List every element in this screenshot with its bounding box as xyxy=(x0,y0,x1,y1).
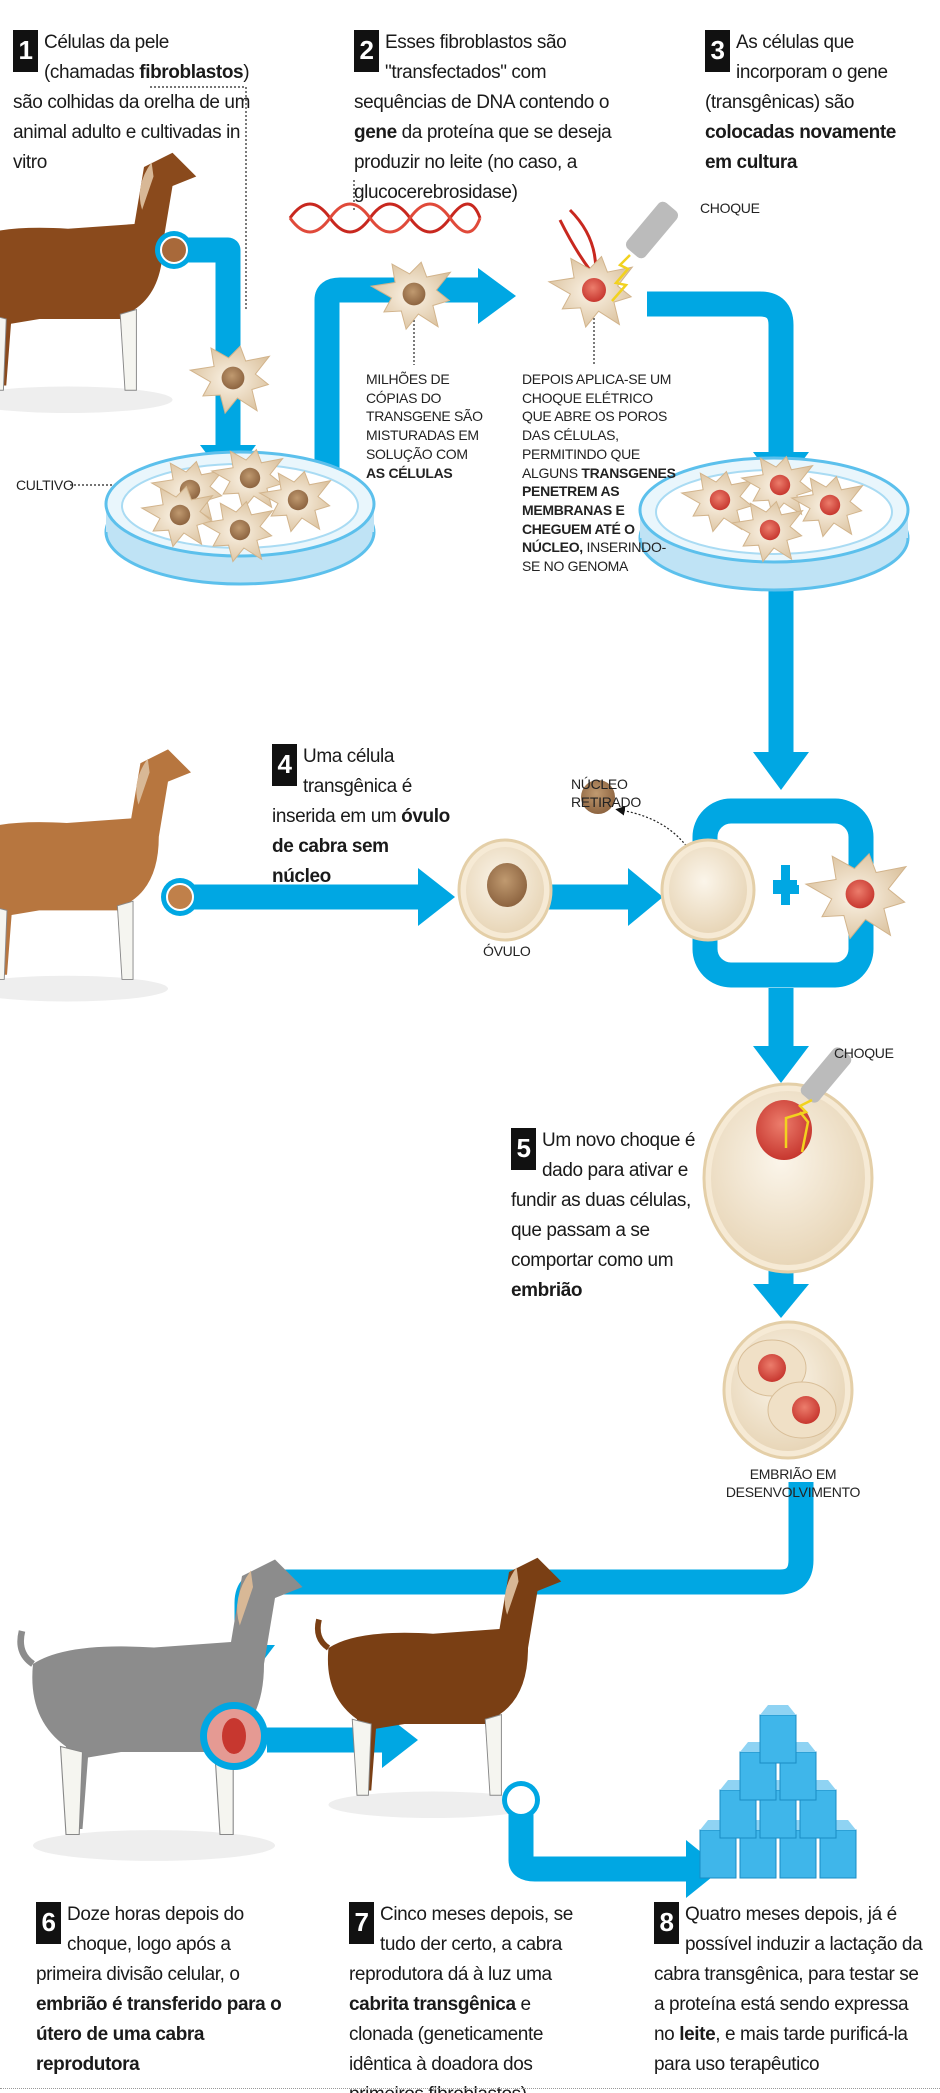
plus-icon xyxy=(773,865,799,905)
emphasis-text: colocadas novamente em cultura xyxy=(705,122,896,173)
body-text: Quatro meses depois, já é possível induz… xyxy=(654,1904,923,2045)
fibroblast-cell-icon xyxy=(369,261,452,331)
caption-electric-shock: Depois aplica-se um choque elétrico que … xyxy=(522,370,682,576)
step-number-badge: 7 xyxy=(349,1902,374,1944)
transgenic-cell-icon xyxy=(547,255,634,329)
transgenic-cell-icon xyxy=(740,455,814,518)
body-text: , e mais tarde purificá-la para uso tera… xyxy=(654,2024,908,2075)
nucleus-icon xyxy=(487,863,527,907)
removed-nucleus-icon xyxy=(581,780,615,814)
step-number-badge: 5 xyxy=(511,1128,536,1170)
bottom-divider xyxy=(0,2088,940,2089)
body-text: Milhões de cópias do transgene são mistu… xyxy=(366,371,483,462)
body-text: ) são colhidas da orelha de um animal ad… xyxy=(13,62,251,173)
emphasis-text: as células xyxy=(366,464,453,481)
label-cultivo: CULTIVO xyxy=(16,477,74,493)
emphasis-text: leite xyxy=(679,2024,716,2045)
step-number-badge: 1 xyxy=(13,30,38,72)
emphasis-text: óvulo de cabra sem núcleo xyxy=(272,806,450,887)
label-nucleo-retirado: NÚCLEO RETIRADO xyxy=(571,776,641,810)
electrode-icon xyxy=(784,1047,852,1153)
transgenic-cell-icon xyxy=(730,500,804,563)
step-number-badge: 4 xyxy=(272,744,297,786)
egg-donor-goat-image xyxy=(0,749,192,1002)
emphasis-text: embrião xyxy=(511,1280,583,1301)
fibroblast-cell-icon xyxy=(188,345,271,415)
flow-step1-to-dish xyxy=(176,237,241,450)
body-text: da proteína que se deseja produzir no le… xyxy=(354,122,612,203)
emphasis-text: fibroblastos xyxy=(139,62,244,83)
electrode-icon xyxy=(611,201,679,302)
emphasis-text: gene xyxy=(354,122,397,143)
body-text: Depois aplica-se um choque elétrico que … xyxy=(522,371,672,481)
donor-goat-image xyxy=(0,152,197,414)
emphasis-text: cabrita transgênica xyxy=(349,1994,516,2015)
enucleated-ovum-icon xyxy=(660,838,756,942)
body-text: Doze horas depois do choque, logo após a… xyxy=(36,1904,244,1985)
surrogate-goat-image xyxy=(17,1559,303,1861)
emphasis-text: transgenes penetrem as membranas e chegu… xyxy=(522,464,676,556)
milk-cartons-icon xyxy=(699,1705,857,1879)
transgenic-kid-goat-image xyxy=(314,1557,562,1819)
body-text: Um novo choque é dado para ativar e fund… xyxy=(511,1130,696,1271)
fused-cell-icon xyxy=(702,1082,874,1274)
step-number-badge: 6 xyxy=(36,1902,61,1944)
body-text: Células da pele (chamadas xyxy=(44,32,169,83)
body-text: Esses fibroblastos são "transfectados" c… xyxy=(354,32,609,113)
transgenic-cell-icon xyxy=(680,470,754,533)
emphasis-text: embrião é transferido para o útero de um… xyxy=(36,1994,282,2075)
step-number-badge: 2 xyxy=(354,30,379,72)
transgenic-cell-icon xyxy=(790,475,864,538)
body-text: Cinco meses depois, se tudo der certo, a… xyxy=(349,1904,573,1985)
label-choque-2: CHOQUE xyxy=(834,1045,894,1061)
body-text: As células que incorporam o gene (transg… xyxy=(705,32,888,113)
label-choque-1: CHOQUE xyxy=(700,200,760,216)
dna-strand-icon xyxy=(288,202,482,234)
label-ovulo: ÓVULO xyxy=(483,943,531,959)
flow-kid-to-milk xyxy=(508,1800,690,1882)
body-text: inserindo-se no genoma xyxy=(522,539,666,575)
flow-dish-to-transfection xyxy=(314,277,480,470)
label-embriao: EMBRIÃO EM DESENVOLVIMENTO xyxy=(725,1466,861,1500)
fibroblast-cell-icon xyxy=(258,470,332,533)
body-text: Uma célula transgênica é inserida em um xyxy=(272,746,412,827)
flow-cell-to-dish2 xyxy=(647,291,794,455)
caption-transgene-copies: Milhões de cópias do transgene são mistu… xyxy=(366,370,486,482)
step-number-badge: 8 xyxy=(654,1902,679,1944)
transgenic-cell-icon xyxy=(804,852,908,940)
step-number-badge: 3 xyxy=(705,30,730,72)
fibroblast-cell-icon xyxy=(140,485,214,548)
